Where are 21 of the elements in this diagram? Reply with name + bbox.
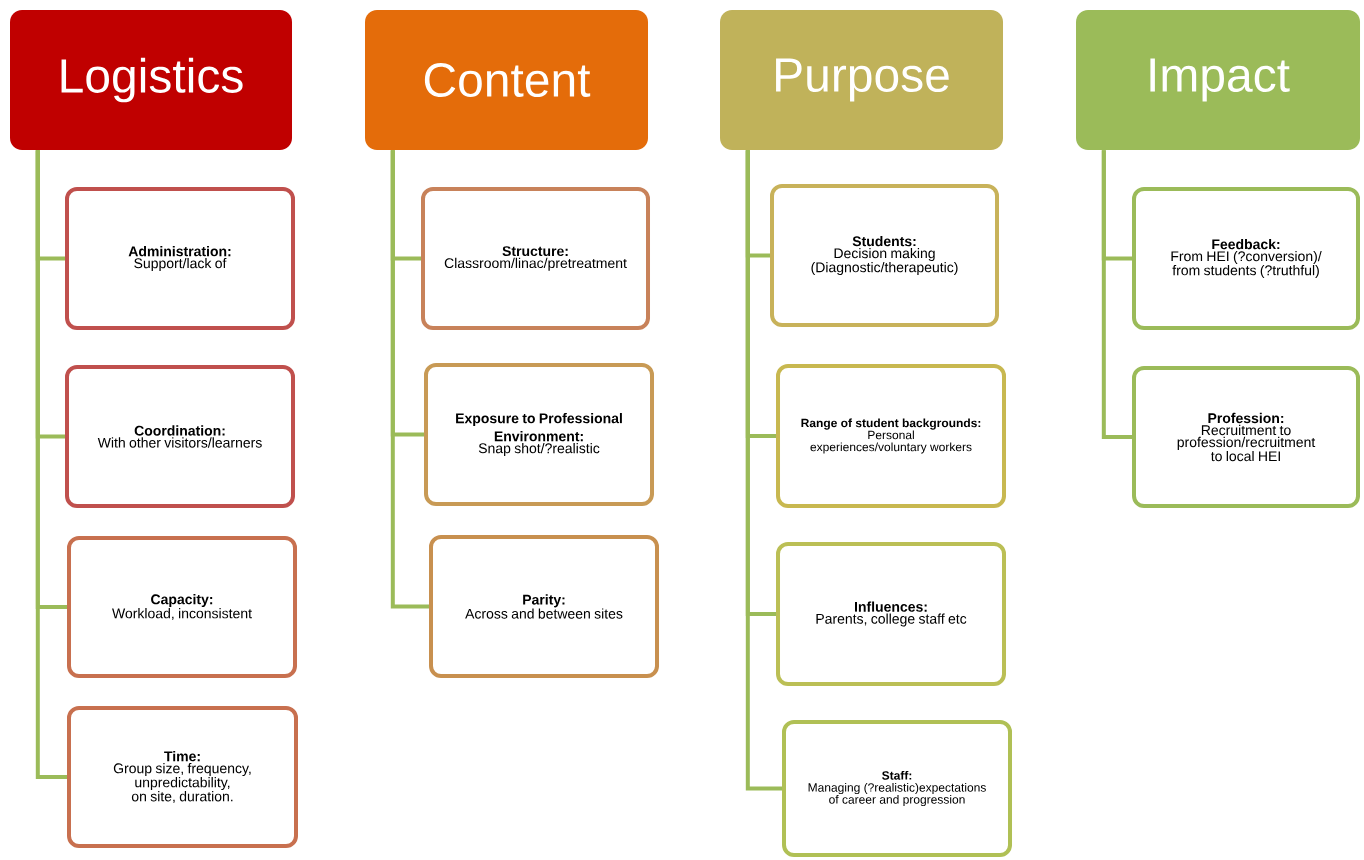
topic-box: Feedback: From HEI (?conversion)/ from students (?truthful) bbox=[1132, 187, 1360, 330]
connector-line bbox=[745, 150, 782, 791]
topic-box: Range of student backgrounds: Personal experiences/voluntary workers bbox=[776, 364, 1006, 508]
topic-box: Staff: Managing (?realistic)expectations of career and progression bbox=[782, 720, 1012, 857]
topic-box: Capacity: Workload, inconsistent bbox=[67, 536, 297, 678]
connector-line bbox=[1101, 150, 1132, 439]
category-header: Purpose bbox=[720, 10, 1003, 150]
topic-box: Profession: Recruitment to profession/recruitment to local HEI bbox=[1132, 366, 1360, 508]
category-header: Content bbox=[365, 10, 648, 150]
category-header: Logistics bbox=[10, 10, 292, 150]
connector-line bbox=[390, 150, 429, 609]
topic-box: Time: Group size, frequency, unpredictability, on site, duration. bbox=[67, 706, 298, 848]
topic-box: Influences: Parents, college staff etc bbox=[776, 542, 1006, 686]
category-header: Impact bbox=[1076, 10, 1360, 150]
topic-box: Parity: Across and between sites bbox=[429, 535, 659, 678]
topic-box: Students: Decision making (Diagnostic/therapeutic) bbox=[770, 184, 999, 327]
connector-line bbox=[35, 150, 67, 779]
topic-box: Exposure to Professional Environment: Snap shot/?realistic bbox=[424, 363, 654, 506]
topic-box: Structure: Classroom/linac/pretreatment bbox=[421, 187, 650, 330]
topic-box: Coordination: With other visitors/learners bbox=[65, 365, 295, 508]
topic-box: Administration: Support/lack of bbox=[65, 187, 295, 330]
